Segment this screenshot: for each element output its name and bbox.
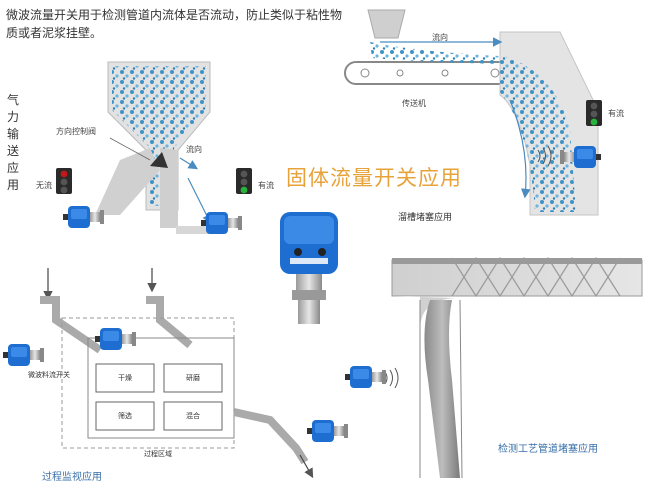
conveyor-section xyxy=(344,9,599,216)
label-chute-block: 溜槽堵塞应用 xyxy=(398,213,453,223)
process-section xyxy=(40,268,314,479)
process-box-dry: 干燥 xyxy=(118,374,132,382)
label-flow-left: 流向 xyxy=(186,145,202,154)
pneumatic-title: 气力输送应用 xyxy=(6,93,19,192)
label-pipe-block: 检测工艺管道堵塞应用 xyxy=(498,444,598,455)
process-box-screen: 筛选 xyxy=(118,412,132,420)
sensor-outlet xyxy=(307,420,348,442)
process-box-grind: 研磨 xyxy=(186,374,200,382)
hopper-section xyxy=(95,61,212,234)
label-flow-top: 流向 xyxy=(432,33,448,42)
screw-conveyor-section xyxy=(384,256,643,479)
label-has-flow-right: 有流 xyxy=(608,109,624,118)
sensor-inlet xyxy=(3,344,44,366)
traffic-light-red xyxy=(56,168,72,194)
label-has-flow-left: 有流 xyxy=(258,181,274,190)
label-direction-valve: 方向控制阀 xyxy=(56,127,96,136)
label-process-monitor: 过程监视应用 xyxy=(42,472,102,483)
label-no-flow: 无流 xyxy=(36,181,52,190)
radar-sensor-product xyxy=(280,212,338,324)
label-microwave-switch: 微波料流开关 xyxy=(28,371,70,379)
valve-icon xyxy=(150,152,168,168)
process-box-mix: 混合 xyxy=(186,412,200,420)
sensor-inlet-2 xyxy=(95,328,136,350)
traffic-light-green-left xyxy=(236,168,252,194)
sensor-pipe xyxy=(345,366,386,388)
intro-text: 微波流量开关用于检测管道内流体是否流动，防止类似于粘性物质或者泥浆挂壁。 xyxy=(6,8,343,40)
sensor-right-hopper xyxy=(201,212,242,234)
label-process-area: 过程区域 xyxy=(144,450,172,458)
label-conveyor: 传送机 xyxy=(402,99,426,108)
main-title: 固体流量开关应用 xyxy=(286,166,462,190)
traffic-light-green-right xyxy=(586,100,602,126)
